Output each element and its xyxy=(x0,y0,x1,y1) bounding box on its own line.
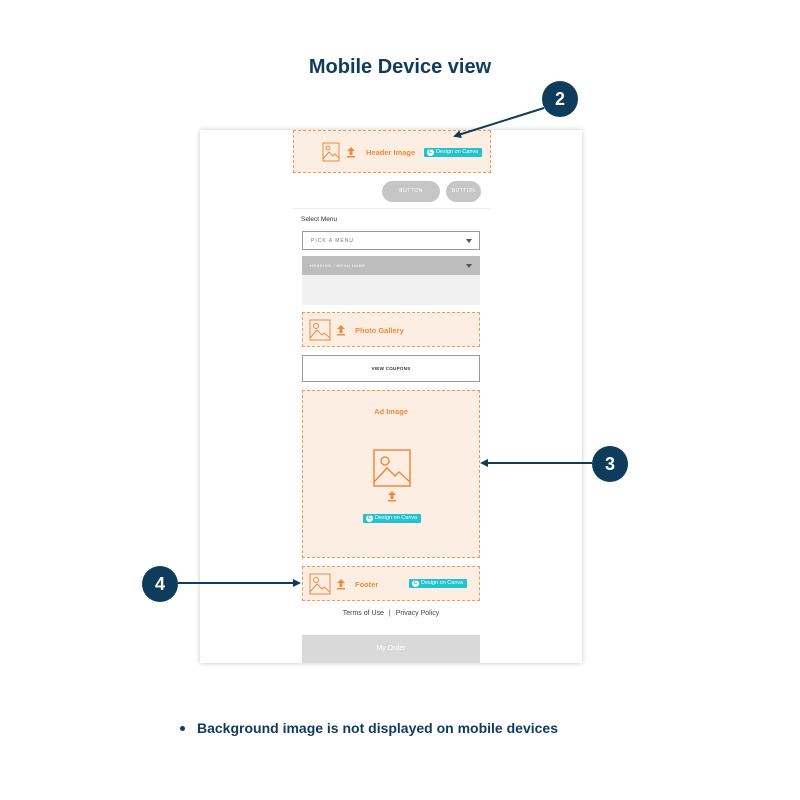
bullet-dot xyxy=(180,725,185,731)
callout-number-3: 3 xyxy=(592,446,628,482)
divider xyxy=(293,208,490,209)
mobile-preview: Header Image Design on Canva BUTTON BUTT… xyxy=(200,130,582,663)
caret-down-icon xyxy=(466,264,472,268)
image-placeholder-icon xyxy=(309,573,331,595)
footer-label: Footer xyxy=(355,580,379,589)
upload-arrow-icon xyxy=(337,579,345,590)
footer-canva-button[interactable]: Design on Canva xyxy=(409,579,468,588)
menu-select[interactable]: PICK A MENU xyxy=(302,231,480,250)
image-placeholder-icon xyxy=(309,319,331,341)
footer-placeholder[interactable]: Footer Design on Canva xyxy=(302,566,480,601)
photo-gallery-placeholder[interactable]: Photo Gallery xyxy=(302,312,480,347)
callout-number-2: 2 xyxy=(542,81,578,117)
upload-arrow-icon xyxy=(388,491,396,502)
menu-heading-text: HEADING / MENU NAME xyxy=(310,263,366,268)
ad-image-placeholder[interactable]: Ad Image Design on Canva xyxy=(302,390,480,558)
select-menu-label: Select Menu xyxy=(301,216,338,223)
menu-select-value: PICK A MENU xyxy=(311,238,354,244)
menu-heading-bar[interactable]: HEADING / MENU NAME xyxy=(302,256,480,275)
note-text: Background image is not displayed on mob… xyxy=(197,720,558,736)
caret-down-icon xyxy=(466,239,472,243)
upload-arrow-icon xyxy=(347,147,355,158)
callout-number-4: 4 xyxy=(142,566,178,602)
ad-image-label: Ad Image xyxy=(374,407,408,416)
image-placeholder-icon xyxy=(322,142,340,162)
header-canva-button[interactable]: Design on Canva xyxy=(424,148,483,157)
my-order-button[interactable]: My Order xyxy=(302,635,480,663)
footer-links: Terms of Use | Privacy Policy xyxy=(302,610,480,617)
link-separator: | xyxy=(388,610,391,617)
terms-of-use-link[interactable]: Terms of Use xyxy=(342,610,384,617)
menu-content-area xyxy=(302,275,480,305)
privacy-policy-link[interactable]: Privacy Policy xyxy=(395,610,440,617)
callout-arrow-2 xyxy=(453,107,545,139)
my-order-label: My Order xyxy=(376,645,406,652)
view-coupons-label: VIEW COUPONS xyxy=(371,366,411,371)
ad-canva-button[interactable]: Design on Canva xyxy=(363,514,422,523)
view-coupons-button[interactable]: VIEW COUPONS xyxy=(302,355,480,382)
note-list-item: Background image is not displayed on mob… xyxy=(180,720,558,736)
photo-gallery-label: Photo Gallery xyxy=(355,326,404,335)
upload-arrow-icon xyxy=(337,325,345,336)
page-title: Mobile Device view xyxy=(308,56,492,78)
header-image-label: Header Image xyxy=(366,148,416,157)
image-placeholder-icon xyxy=(373,449,411,487)
button-2[interactable]: BUTTON xyxy=(446,181,481,202)
button-1[interactable]: BUTTON xyxy=(382,181,440,202)
